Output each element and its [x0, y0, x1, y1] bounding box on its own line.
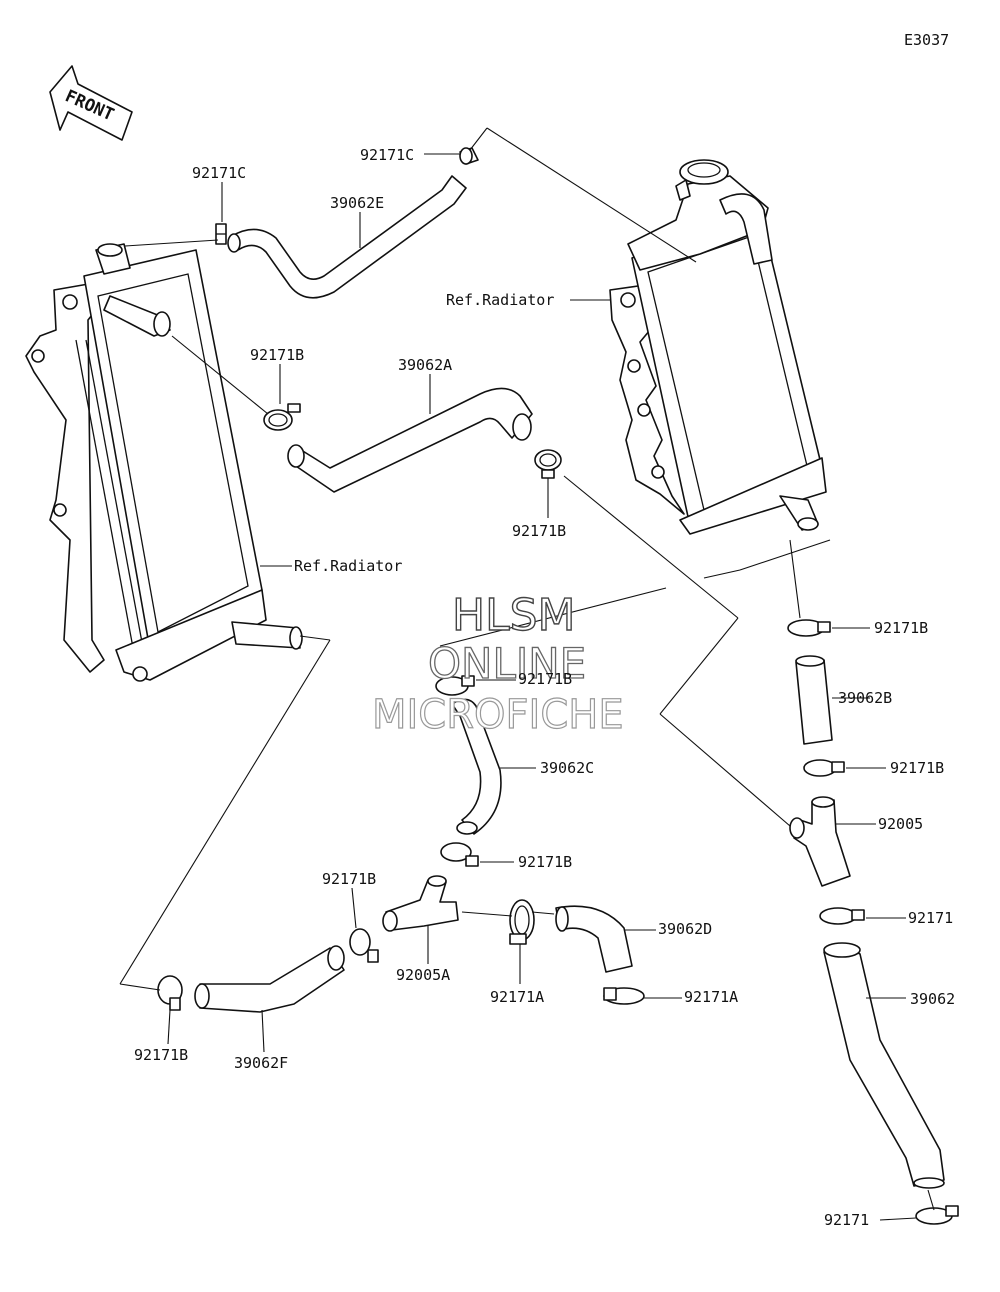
label-92171c-left: 92171C: [192, 164, 246, 182]
label-39062b: 39062B: [838, 689, 892, 707]
label-ref-radiator-left: Ref.Radiator: [294, 557, 402, 575]
label-92171a-1: 92171A: [490, 988, 544, 1006]
joint-92005a: [382, 875, 459, 932]
left-radiator: [25, 243, 303, 682]
label-92171b-joint: 92171B: [518, 853, 572, 871]
clamp-92171b-right-2: [803, 759, 845, 777]
clamp-92171c-left: [215, 223, 227, 245]
clamp-92171b-center: [534, 449, 562, 479]
label-92171b-right-2: 92171B: [890, 759, 944, 777]
diagram-code: E3037: [904, 31, 949, 49]
watermark-line1: HLSM: [452, 590, 576, 641]
label-39062f: 39062F: [234, 1054, 288, 1072]
label-39062c: 39062C: [540, 759, 594, 777]
joint-92005: [789, 796, 851, 887]
label-leaders: [167, 153, 917, 1221]
clamp-92171b-mid: [435, 675, 475, 696]
hose-39062a: [287, 387, 533, 493]
label-92171b-center: 92171B: [512, 522, 566, 540]
label-92171b-upper-left: 92171B: [250, 346, 304, 364]
clamp-92171a-2: [603, 987, 645, 1005]
label-92171a-2: 92171A: [684, 988, 738, 1006]
front-arrow-icon: FRONT: [49, 65, 133, 141]
connection-lines: [119, 127, 935, 1211]
label-39062e: 39062E: [330, 194, 384, 212]
clamp-92171b-upper-left: [263, 403, 301, 431]
clamp-92171c-top: [459, 147, 479, 165]
hose-39062d: [555, 905, 633, 973]
clamp-92171-bottom: [915, 1205, 959, 1225]
label-39062a: 39062A: [398, 356, 452, 374]
watermark-line3: MICROFICHE: [372, 692, 624, 738]
right-radiator: [609, 159, 827, 535]
hose-39062e: [227, 175, 467, 299]
label-92005a: 92005A: [396, 966, 450, 984]
clamp-92171b-lower-left: [349, 928, 379, 963]
part-labels: 92171C 92171C 39062E Ref.Radiator 92171B…: [134, 146, 955, 1229]
clamp-92171b-right-1: [787, 619, 831, 637]
watermark: HLSM ONLINE MICROFICHE: [371, 589, 624, 738]
label-ref-radiator-right: Ref.Radiator: [446, 291, 554, 309]
clamp-92171b-bottom-left: [157, 975, 183, 1011]
hose-39062: [823, 942, 945, 1189]
hose-39062b: [795, 655, 833, 745]
label-92171b-bottom-left: 92171B: [134, 1046, 188, 1064]
label-92171b-right-1: 92171B: [874, 619, 928, 637]
hose-39062c: [451, 698, 502, 835]
label-39062: 39062: [910, 990, 955, 1008]
label-92171b-lower-left: 92171B: [322, 870, 376, 888]
hose-39062f: [194, 945, 345, 1013]
label-92171c-top: 92171C: [360, 146, 414, 164]
clamp-92171b-joint: [440, 842, 479, 867]
label-92171-right: 92171: [908, 909, 953, 927]
clamp-92171a-1: [509, 899, 535, 945]
label-39062d: 39062D: [658, 920, 712, 938]
clamp-92171-right: [819, 907, 865, 925]
watermark-line2: ONLINE: [428, 639, 586, 688]
label-92171b-mid: 92171B: [518, 670, 572, 688]
label-92005: 92005: [878, 815, 923, 833]
label-92171-bottom: 92171: [824, 1211, 869, 1229]
